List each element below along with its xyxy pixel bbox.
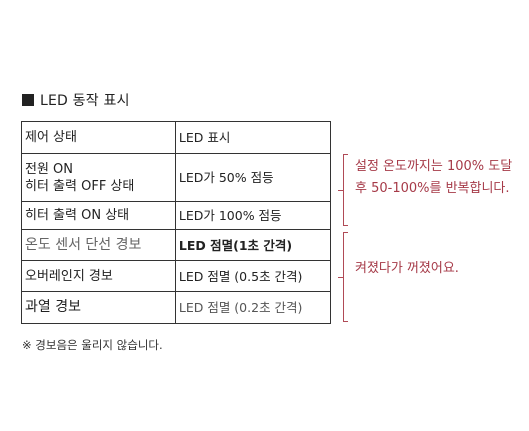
header-led-display: LED 표시 — [174, 121, 332, 154]
table-row: 오버레인지 경보 LED 점멸 (0.5초 간격) — [21, 260, 332, 292]
square-bullet-icon — [22, 94, 34, 106]
state-line: 전원 ON — [25, 161, 74, 177]
table-row: 온도 센서 단선 경보 LED 점멸(1초 간격) — [21, 229, 332, 261]
state-cell: 과열 경보 — [21, 291, 176, 324]
bracket-blink — [338, 232, 348, 322]
note-dimming-line2: 후 50-100%를 반복합니다. — [355, 181, 510, 196]
header-control-state: 제어 상태 — [21, 121, 176, 154]
table-row: 전원 ON 히터 출력 OFF 상태 LED가 50% 점등 — [21, 153, 332, 202]
note-dimming: 설정 온도까지는 100% 도달 후 50-100%를 반복합니다. — [355, 156, 512, 200]
state-cell: 전원 ON 히터 출력 OFF 상태 — [21, 153, 176, 202]
section-heading: LED 동작 표시 — [22, 90, 130, 110]
table-row: 과열 경보 LED 점멸 (0.2초 간격) — [21, 291, 332, 324]
led-cell: LED 점멸 (0.2초 간격) — [174, 291, 332, 324]
led-cell: LED가 100% 점등 — [174, 201, 332, 230]
bracket-tip — [338, 277, 344, 278]
bracket-dimming — [338, 154, 348, 226]
led-status-table: 제어 상태 LED 표시 전원 ON 히터 출력 OFF 상태 LED가 50%… — [21, 121, 332, 324]
section-heading-text: LED 동작 표시 — [40, 93, 130, 109]
state-cell: 온도 센서 단선 경보 — [21, 229, 176, 261]
led-cell: LED 점멸 (0.5초 간격) — [174, 260, 332, 292]
state-cell: 히터 출력 ON 상태 — [21, 201, 176, 230]
state-cell: 오버레인지 경보 — [21, 260, 176, 292]
footnote: ※ 경보음은 울리지 않습니다. — [22, 338, 163, 352]
table-row: 히터 출력 ON 상태 LED가 100% 점등 — [21, 201, 332, 230]
table-header-row: 제어 상태 LED 표시 — [21, 121, 332, 154]
led-cell: LED가 50% 점등 — [174, 153, 332, 202]
state-line: 히터 출력 OFF 상태 — [25, 178, 135, 194]
note-blink: 켜졌다가 꺼졌어요. — [355, 261, 459, 276]
note-dimming-line1: 설정 온도까지는 100% 도달 — [355, 159, 513, 174]
bracket-tip — [338, 190, 344, 191]
led-cell: LED 점멸(1초 간격) — [174, 229, 332, 261]
